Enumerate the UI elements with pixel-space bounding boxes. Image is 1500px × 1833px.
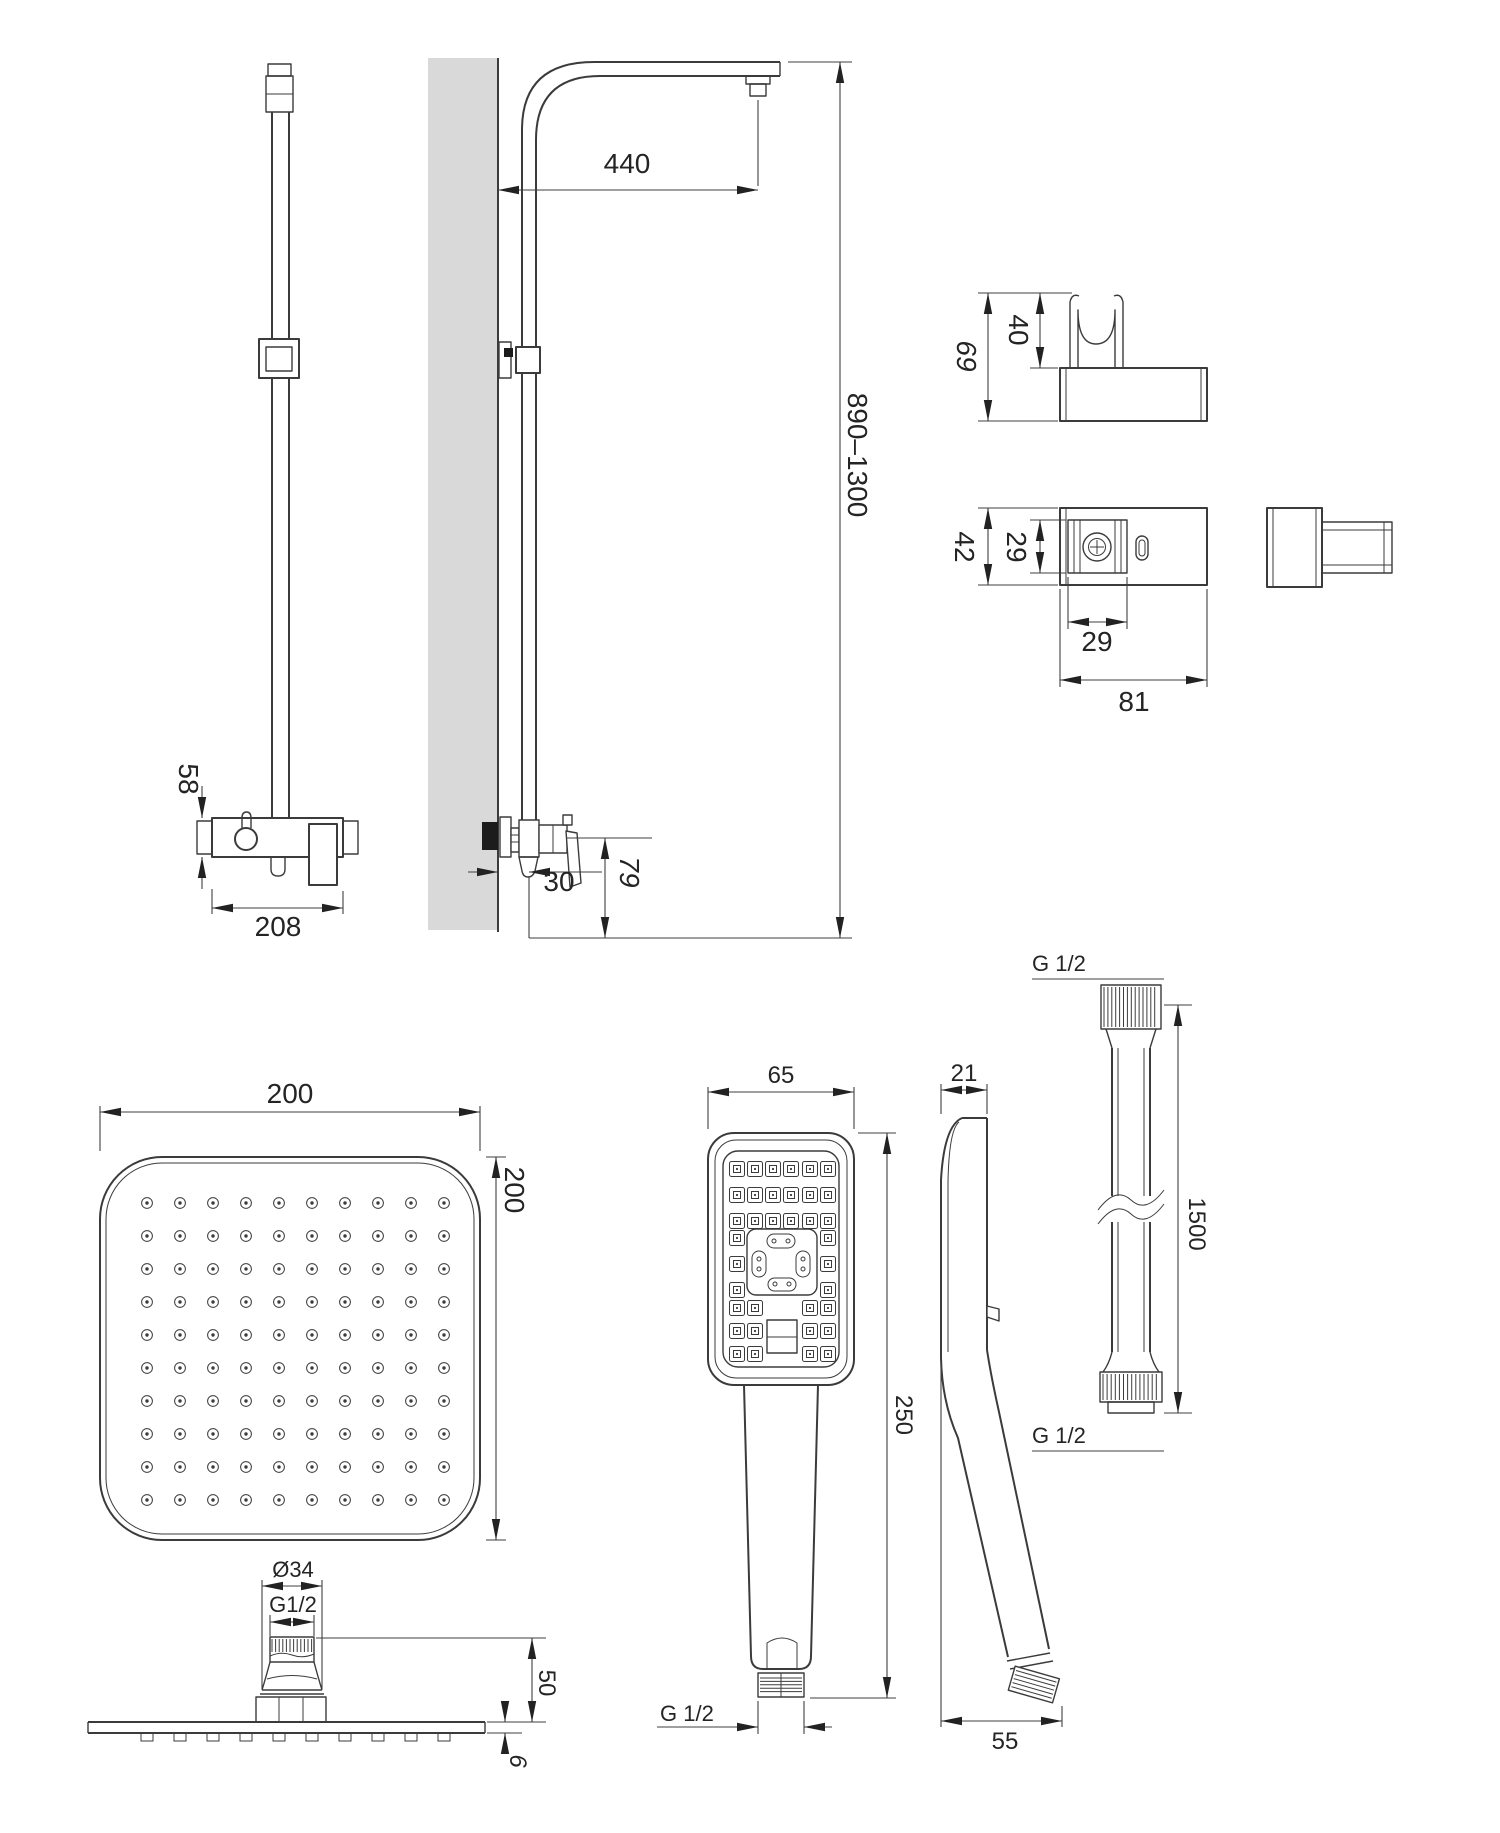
dim-dia34: Ø34 [261, 1557, 323, 1689]
hose-ferrule-bottom [1099, 1371, 1163, 1414]
slider-bracket-side-detail [1266, 507, 1393, 588]
dim-55: 55 [940, 1365, 1063, 1755]
dim-label-29v: 29 [1001, 531, 1032, 562]
dim-label-6: 6 [504, 1754, 531, 1768]
overhead-shower-side [87, 1636, 486, 1742]
dim-29-horizontal: 29 [1067, 577, 1128, 657]
dim-label-50: 50 [533, 1670, 560, 1697]
dim-label-head-w: 200 [267, 1078, 314, 1109]
mixer-side [482, 814, 582, 888]
top-shower-outlet-side [745, 75, 771, 97]
dim-label-65: 65 [768, 1062, 795, 1089]
hanging-hook [986, 1305, 1000, 1322]
dim-label-40: 40 [1003, 314, 1034, 345]
dim-65: 65 [707, 1062, 855, 1129]
dim-g12-head: G1/2 [269, 1592, 317, 1636]
fixing-screw [1082, 532, 1112, 562]
dim-label-g12-hand: G 1/2 [660, 1701, 714, 1726]
dim-50: 50 [316, 1637, 560, 1723]
mixer-outlet-front [270, 857, 286, 877]
dim-label-55: 55 [992, 1728, 1019, 1755]
dim-label-g12-hose-top: G 1/2 [1032, 951, 1086, 976]
handle-front [743, 1384, 819, 1670]
ball-joint-connector [255, 1636, 327, 1723]
connector-nut [255, 1696, 327, 1723]
dim-250: 250 [810, 1132, 917, 1699]
spray-mode-panel [746, 1228, 818, 1296]
dim-label-g12-hose-bottom: G 1/2 [1032, 1423, 1086, 1448]
break-symbol [1097, 1189, 1165, 1211]
dim-label-69: 69 [951, 340, 982, 371]
dim-440: 440 [498, 100, 759, 191]
dim-head-width-200: 200 [99, 1078, 481, 1151]
hand-shower-side [940, 1117, 1061, 1704]
dim-21: 21 [940, 1060, 988, 1114]
dim-label-21: 21 [951, 1060, 978, 1087]
mixer-front [196, 811, 359, 886]
dim-label-890-1300: 890–1300 [842, 393, 873, 518]
overhead-shower-plan [99, 1156, 481, 1541]
dimensions: 440 890–1300 58 208 79 3 [99, 61, 1210, 1768]
overhead-nozzle-grid [141, 1197, 450, 1506]
dim-label-79: 79 [614, 856, 645, 887]
dim-1500: 1500 [1164, 1004, 1210, 1414]
dim-40: 40 [1003, 293, 1058, 369]
mixer-lever-side [565, 830, 582, 888]
dim-label-dia34: Ø34 [272, 1557, 314, 1582]
dim-58: 58 [173, 763, 204, 889]
hand-shower-nozzles [729, 1161, 836, 1362]
dim-6: 6 [487, 1701, 531, 1768]
dim-label-58: 58 [173, 763, 204, 794]
dim-label-42: 42 [949, 531, 980, 562]
mixer-handle-front [308, 823, 338, 886]
dim-208: 208 [211, 889, 344, 942]
dim-label-29h: 29 [1081, 626, 1112, 657]
label-g12-hose-bottom: G 1/2 [1032, 1423, 1164, 1452]
dim-label-head-h: 200 [499, 1167, 530, 1214]
dim-label-250: 250 [890, 1395, 917, 1435]
hand-shower-front [707, 1132, 855, 1698]
shower-column-front-view [196, 63, 359, 886]
hand-shower-thread [757, 1672, 805, 1698]
hose-nut-top [1100, 984, 1162, 1030]
dim-label-81: 81 [1118, 686, 1149, 717]
slider-bracket-front-detail [1059, 507, 1208, 586]
dim-79: 79 [566, 837, 652, 938]
dim-label-1500: 1500 [1183, 1197, 1210, 1250]
handset-holder-detail [1059, 294, 1208, 422]
dim-label-g12-head: G1/2 [269, 1592, 317, 1617]
dim-890-1300: 890–1300 [529, 61, 873, 939]
shower-hose [1097, 984, 1165, 1414]
rail-slider-side [498, 341, 541, 379]
mixer-spout-side [518, 856, 539, 878]
wall-section [428, 58, 499, 932]
rail-slider-front [258, 338, 300, 379]
dim-81: 81 [1059, 589, 1208, 717]
dim-label-440: 440 [604, 148, 651, 179]
dimension-arrowheads [100, 62, 1207, 1754]
shower-column-side-view [482, 61, 781, 888]
overhead-nozzles-side [140, 1732, 451, 1742]
hand-shower-thread-side [1007, 1665, 1061, 1704]
dim-29-vertical: 29 [1001, 519, 1066, 574]
dim-label-208: 208 [255, 911, 302, 942]
dim-69: 69 [951, 292, 1072, 422]
slot [1135, 535, 1149, 561]
label-g12-hose-top: G 1/2 [1032, 951, 1164, 980]
dim-head-height-200: 200 [486, 1156, 530, 1541]
